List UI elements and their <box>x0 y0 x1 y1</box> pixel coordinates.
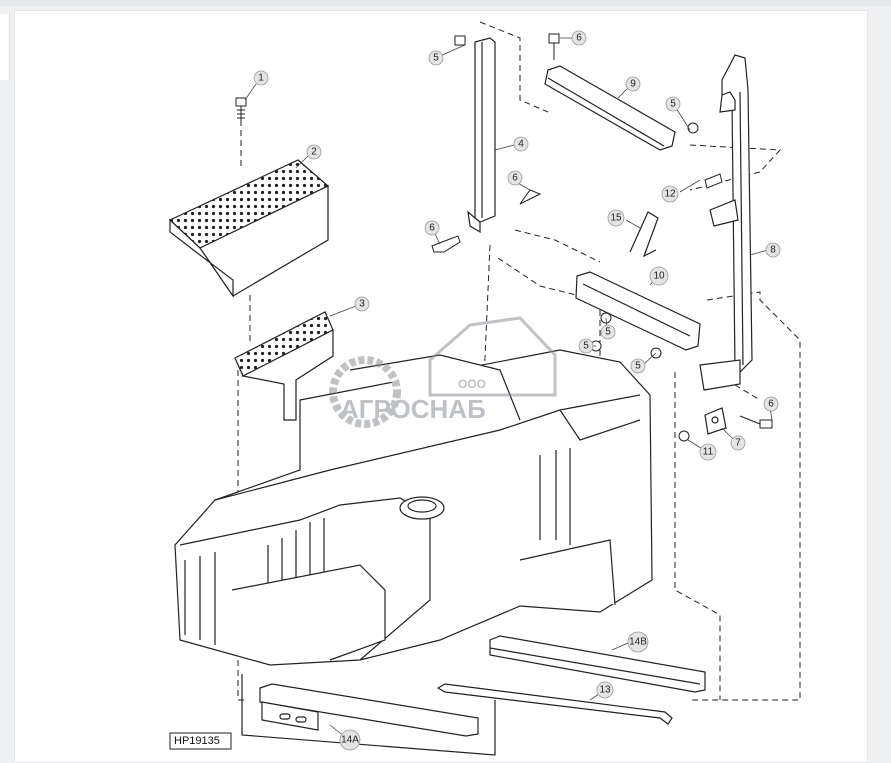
reference-code: HP19135 <box>174 735 220 747</box>
viewer-top-bar <box>0 0 891 6</box>
callout-label: 5 <box>433 53 439 64</box>
part-13-rod <box>436 683 673 725</box>
callout-label: 6 <box>429 223 435 234</box>
part-9-upper-bracket <box>544 65 676 151</box>
callout-circle <box>763 396 779 412</box>
fuel-tank <box>174 349 653 666</box>
callout-6: 6 <box>507 170 523 186</box>
callout-label: 15 <box>610 213 622 224</box>
part-1-step-plate <box>168 159 330 298</box>
callout-label: 5 <box>670 99 676 110</box>
callout-9: 9 <box>625 76 641 92</box>
callout-circle <box>699 443 717 461</box>
callout-label: 12 <box>664 189 676 200</box>
callout-circle <box>665 96 681 112</box>
callout-label: 6 <box>768 399 774 410</box>
callout-14a: 14A <box>339 729 361 751</box>
callout-label: 14B <box>629 637 647 648</box>
callout-1: 1 <box>253 70 269 86</box>
callout-label: 5 <box>605 327 611 338</box>
callout-6: 6 <box>424 220 440 236</box>
callout-label: 8 <box>770 245 776 256</box>
callout-circle <box>571 30 587 46</box>
part-4-vertical-post <box>467 37 496 234</box>
callout-label: 2 <box>311 147 317 158</box>
callout-circle <box>253 70 269 86</box>
callout-circle <box>625 76 641 92</box>
watermark-prefix: ООО <box>458 377 486 391</box>
callout-label: 13 <box>599 685 611 696</box>
callout-circle <box>630 358 646 374</box>
callout-circle <box>513 136 529 152</box>
part-2-lower-plate <box>234 311 334 421</box>
callout-circle <box>730 435 746 451</box>
part-8-side-frame <box>699 54 753 391</box>
callout-circle <box>354 296 370 312</box>
side-panel-tab[interactable] <box>0 14 10 80</box>
part-15-clip <box>629 211 659 258</box>
callout-label: 6 <box>576 33 582 44</box>
callout-label: 1 <box>258 73 264 84</box>
callout-5: 5 <box>428 50 444 66</box>
callout-circle <box>596 681 614 699</box>
callout-11: 11 <box>699 443 717 461</box>
callout-label: 5 <box>583 341 589 352</box>
watermark-name: АГРОСНАБ <box>340 394 486 424</box>
callout-6: 6 <box>571 30 587 46</box>
callout-label: 14A <box>341 735 359 746</box>
callout-5: 5 <box>578 338 594 354</box>
part-3-bolt <box>235 97 247 122</box>
callout-label: 10 <box>653 271 665 282</box>
callout-8: 8 <box>765 242 781 258</box>
reference-code-box: HP19135 <box>169 732 232 750</box>
part-14a-strap-inset <box>241 674 496 756</box>
callout-circle <box>507 170 523 186</box>
callout-label: 3 <box>359 299 365 310</box>
callout-5: 5 <box>665 96 681 112</box>
callout-circle <box>649 266 669 286</box>
callout-13: 13 <box>596 681 614 699</box>
callout-15: 15 <box>607 209 625 227</box>
part-10-cross-bracket <box>575 271 701 351</box>
callout-3: 3 <box>354 296 370 312</box>
callout-10: 10 <box>649 266 669 286</box>
callout-circle <box>306 144 322 160</box>
callout-14b: 14B <box>627 631 649 653</box>
callout-label: 9 <box>630 79 636 90</box>
callout-2: 2 <box>306 144 322 160</box>
callout-circle <box>627 631 649 653</box>
callout-label: 4 <box>518 139 524 150</box>
callout-6: 6 <box>763 396 779 412</box>
part-14b-tank-strap <box>489 635 706 693</box>
callout-7: 7 <box>730 435 746 451</box>
callout-circle <box>600 324 616 340</box>
callout-circle <box>424 220 440 236</box>
callout-label: 5 <box>635 361 641 372</box>
fasteners <box>431 33 773 442</box>
callout-4: 4 <box>513 136 529 152</box>
callout-circle <box>428 50 444 66</box>
callout-circle <box>578 338 594 354</box>
watermark-logo: ООО АГРОСНАБ <box>329 316 557 428</box>
callout-5: 5 <box>630 358 646 374</box>
callout-circle <box>607 209 625 227</box>
part-7-small-bracket <box>704 407 727 435</box>
callout-circle <box>339 729 361 751</box>
callout-circle <box>661 185 679 203</box>
callout-12: 12 <box>661 185 679 203</box>
callout-circle <box>765 242 781 258</box>
callout-label: 6 <box>512 173 518 184</box>
callout-label: 11 <box>703 447 714 458</box>
callout-label: 7 <box>735 438 741 449</box>
callout-5: 5 <box>600 324 616 340</box>
